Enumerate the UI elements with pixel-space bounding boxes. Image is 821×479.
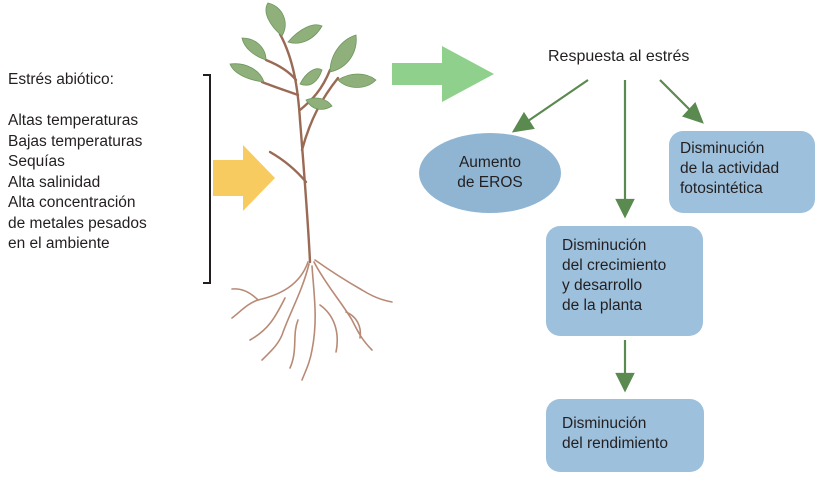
plant-illustration (229, 2, 393, 381)
stress-heading: Estrés abiótico: (8, 71, 114, 88)
stress-item: en el ambiente (8, 235, 110, 252)
yield-line: del rendimiento (562, 435, 668, 452)
stress-item: Sequías (8, 153, 65, 170)
growth-node: Disminución del crecimiento y desarrollo… (546, 226, 703, 336)
arrow-to-eros (511, 111, 535, 133)
eros-node: Aumento de EROS (419, 133, 561, 213)
yellow-input-arrow (213, 145, 275, 211)
stress-item: de metales pesados (8, 214, 147, 232)
growth-line: del crecimiento (562, 257, 667, 274)
stress-item: Bajas temperaturas (8, 132, 143, 150)
stress-item: Alta salinidad (8, 173, 101, 191)
arrow-to-growth (615, 198, 635, 219)
eros-line: Aumento (458, 154, 522, 171)
arrow-to-yield (615, 372, 635, 393)
stress-item: Altas temperaturas (8, 112, 139, 129)
arrow-to-photosynthesis (682, 101, 704, 124)
stress-bracket (203, 74, 211, 284)
stress-item: Alta concentración (8, 194, 136, 211)
growth-line: Disminución (562, 237, 647, 254)
growth-line: y desarrollo (562, 277, 643, 294)
green-output-arrow (392, 46, 494, 102)
photosynthesis-line: fotosintética (680, 180, 763, 197)
stress-response-title: Respuesta al estrés (548, 48, 690, 65)
photosynthesis-line: de la actividad (680, 160, 780, 177)
eros-line: de EROS (457, 174, 523, 191)
photosynthesis-line: Disminución (680, 140, 765, 157)
yield-node: Disminución del rendimiento (546, 399, 704, 472)
abiotic-stress-list: Estrés abiótico: Altas temperaturas Baja… (8, 70, 208, 255)
growth-line: de la planta (562, 297, 643, 314)
photosynthesis-node: Disminución de la actividad fotosintétic… (669, 131, 815, 213)
yield-line: Disminución (562, 415, 647, 432)
